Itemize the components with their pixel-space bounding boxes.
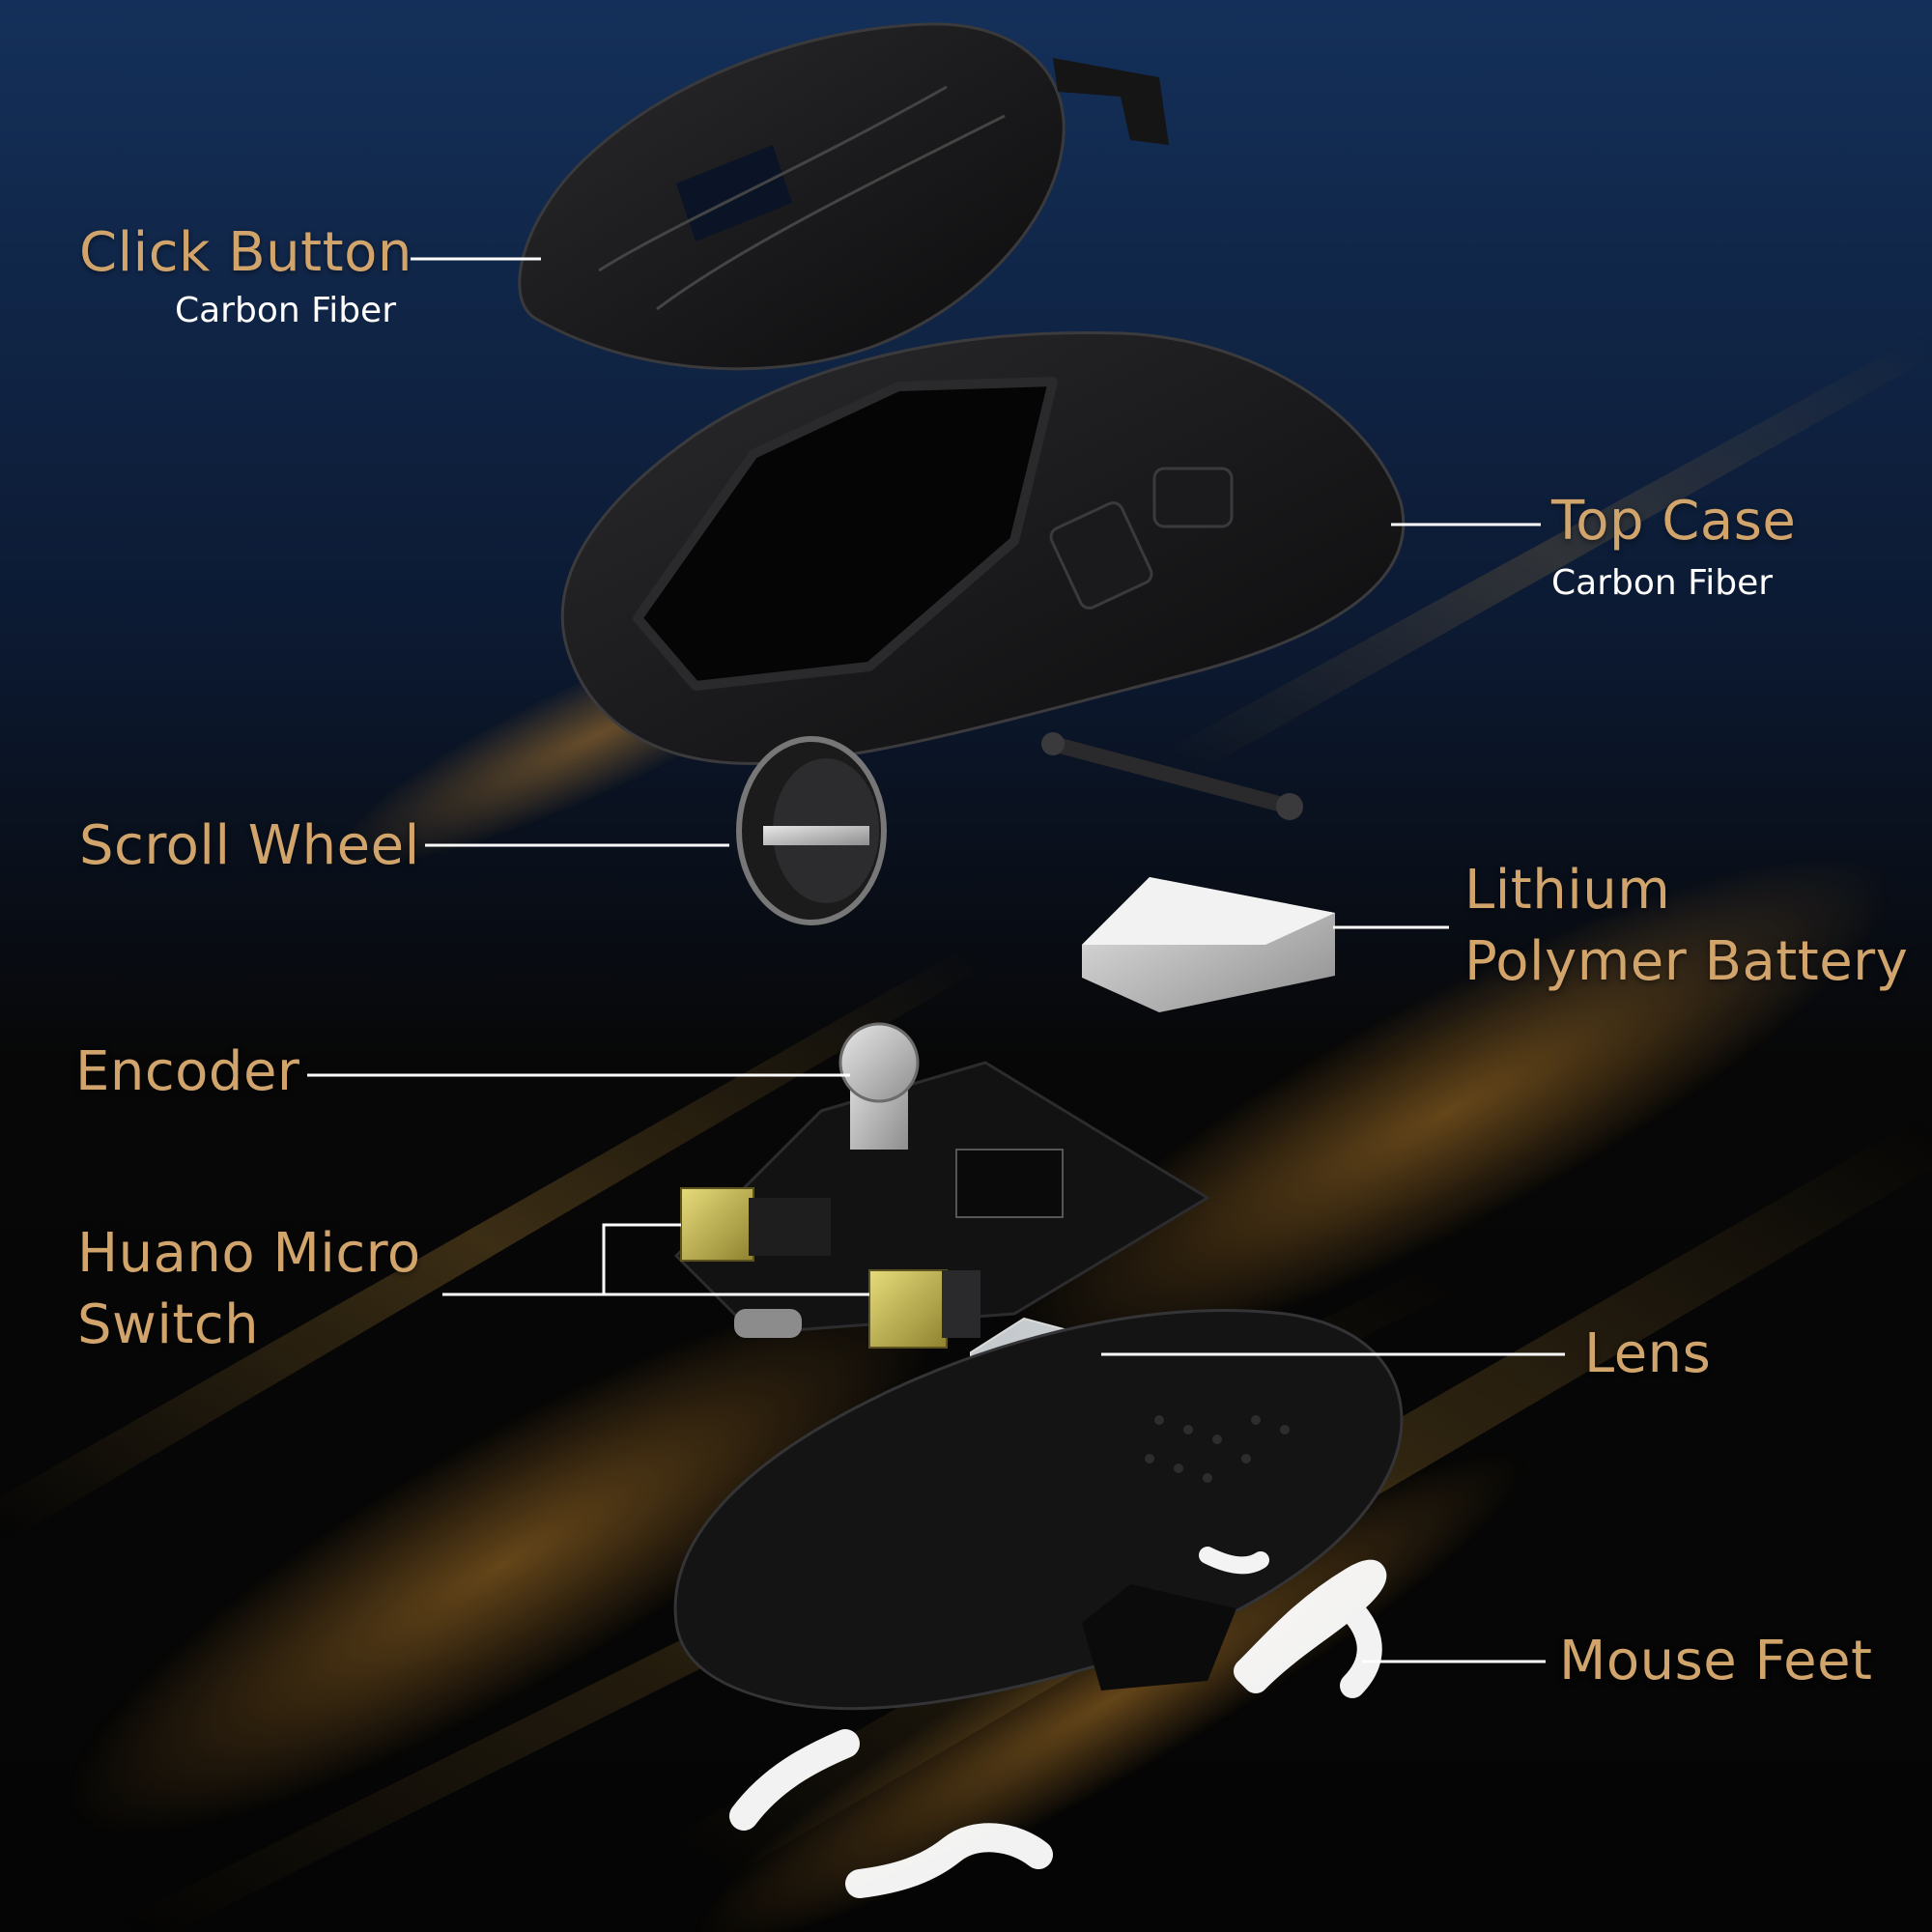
leader-line-micro-switch-a [442,1223,681,1296]
scroll-wheel-part [736,736,887,925]
encoder-part [838,1022,920,1150]
leader-lines [307,257,1565,1663]
mouse-feet-title: Mouse Feet [1559,1630,1873,1692]
micro-switch-title-line1: Huano Micro [77,1222,421,1285]
click-button-material: Carbon Fiber [174,291,396,330]
lens-title: Lens [1584,1322,1712,1385]
click-button-part [518,22,1169,371]
bottom-case-part [673,1309,1404,1711]
micro-switch-parts [680,1187,980,1349]
encoder-title: Encoder [75,1040,300,1103]
micro-switch-title-line2: Switch [77,1293,260,1356]
mouse-feet-parts [729,1547,1387,1898]
scroll-wheel-title: Scroll Wheel [79,814,420,877]
click-button-title: Click Button [79,221,412,284]
top-case-title: Top Case [1551,490,1797,553]
top-case-part [560,331,1406,765]
battery-title-line1: Lithium [1464,859,1671,922]
pcb-part [673,1022,1210,1349]
top-case-material: Carbon Fiber [1551,563,1774,603]
bracket-part [1041,732,1303,820]
battery-title-line2: Polymer Battery [1464,930,1909,993]
battery-part [1082,877,1335,1012]
